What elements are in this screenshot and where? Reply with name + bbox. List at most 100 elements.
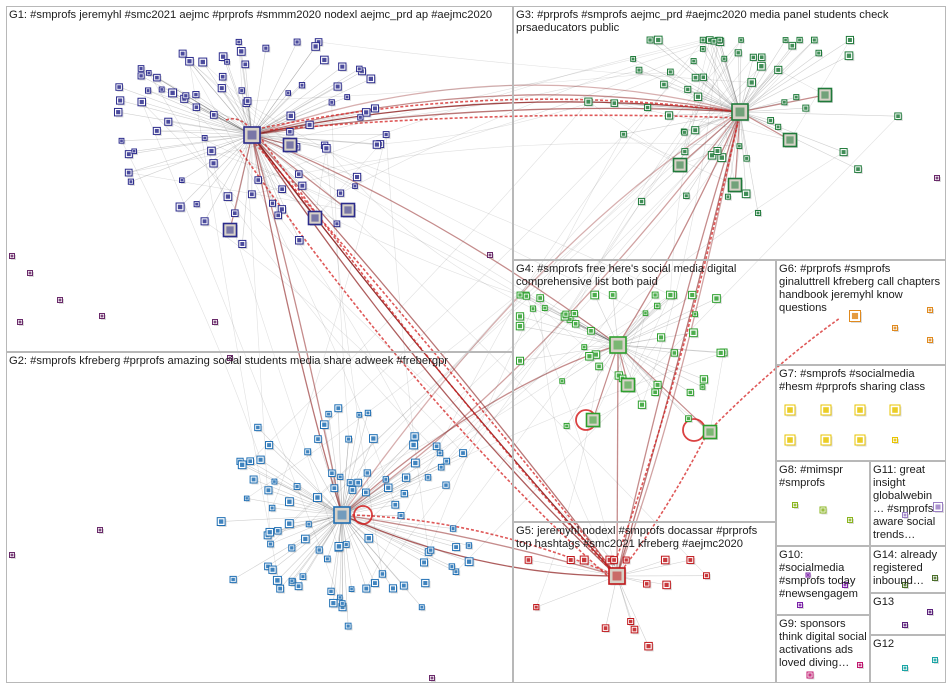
edge (616, 111, 741, 577)
edge (246, 102, 646, 314)
node (796, 36, 804, 45)
node (595, 362, 604, 372)
node (322, 144, 332, 154)
node (727, 177, 743, 193)
group-box-g13 (870, 593, 946, 635)
edge (314, 148, 327, 219)
edge (614, 102, 791, 141)
node (288, 577, 296, 585)
node (515, 312, 526, 322)
node (902, 665, 909, 672)
edge-highlight (351, 514, 613, 575)
edge (679, 111, 741, 166)
edge (574, 52, 739, 314)
node (845, 35, 856, 46)
node (452, 568, 461, 576)
node (894, 112, 903, 121)
edge (251, 101, 741, 136)
edge (519, 39, 704, 296)
node (305, 120, 315, 130)
edge (341, 436, 415, 516)
node (585, 351, 595, 362)
node (168, 88, 179, 99)
edge (128, 39, 710, 173)
group-box-g3 (513, 6, 946, 260)
group-box-g9 (776, 615, 870, 683)
node (902, 582, 909, 589)
node (235, 38, 243, 47)
node (743, 155, 751, 163)
node (282, 137, 298, 153)
node (246, 457, 256, 467)
edge (670, 39, 718, 296)
edge (739, 111, 759, 214)
node (336, 189, 346, 198)
node (452, 543, 462, 553)
node (399, 581, 409, 591)
edge (341, 477, 407, 516)
node (345, 435, 353, 444)
node (293, 38, 302, 47)
node (644, 103, 653, 113)
edge (130, 134, 253, 182)
edge (428, 134, 624, 553)
node (362, 488, 371, 498)
node (276, 584, 286, 594)
edge (253, 479, 343, 516)
nodes-layer (9, 35, 944, 682)
node (113, 107, 124, 118)
node (370, 579, 380, 589)
node (664, 111, 675, 121)
edge (270, 514, 343, 545)
edge (156, 69, 640, 132)
node (627, 618, 636, 627)
edge (211, 150, 521, 296)
edge (222, 56, 253, 136)
node (584, 97, 594, 107)
node (327, 587, 336, 596)
edge (279, 514, 343, 589)
node (401, 473, 412, 483)
node (610, 99, 620, 108)
node (352, 183, 359, 190)
edge (739, 39, 851, 113)
node (313, 493, 323, 503)
edge-highlight (251, 139, 613, 571)
group-box-g12 (870, 635, 946, 683)
node (516, 356, 525, 366)
node (630, 625, 640, 635)
edge (617, 332, 694, 346)
node (587, 326, 596, 336)
edge (341, 438, 374, 516)
node (328, 469, 337, 478)
edge (737, 52, 741, 113)
group-box-g11 (870, 461, 946, 546)
edge (528, 559, 618, 577)
edge (561, 344, 619, 382)
node (271, 478, 279, 486)
node (660, 80, 669, 90)
edge (341, 414, 360, 516)
node (692, 311, 699, 319)
edge (268, 490, 343, 516)
node (601, 624, 611, 633)
edge (141, 101, 614, 561)
edge (251, 94, 741, 136)
node (137, 72, 146, 81)
node (690, 58, 698, 66)
edge-highlight (261, 139, 616, 576)
edge (617, 344, 675, 354)
node (424, 474, 433, 482)
node (533, 604, 541, 612)
node (932, 575, 939, 582)
node (325, 410, 333, 419)
node (713, 147, 723, 156)
edge (669, 111, 741, 116)
edge (739, 107, 806, 113)
node (579, 555, 590, 566)
edge-highlight (707, 317, 841, 433)
node (223, 192, 234, 202)
node (304, 448, 313, 457)
node (299, 573, 308, 582)
node (644, 641, 654, 652)
